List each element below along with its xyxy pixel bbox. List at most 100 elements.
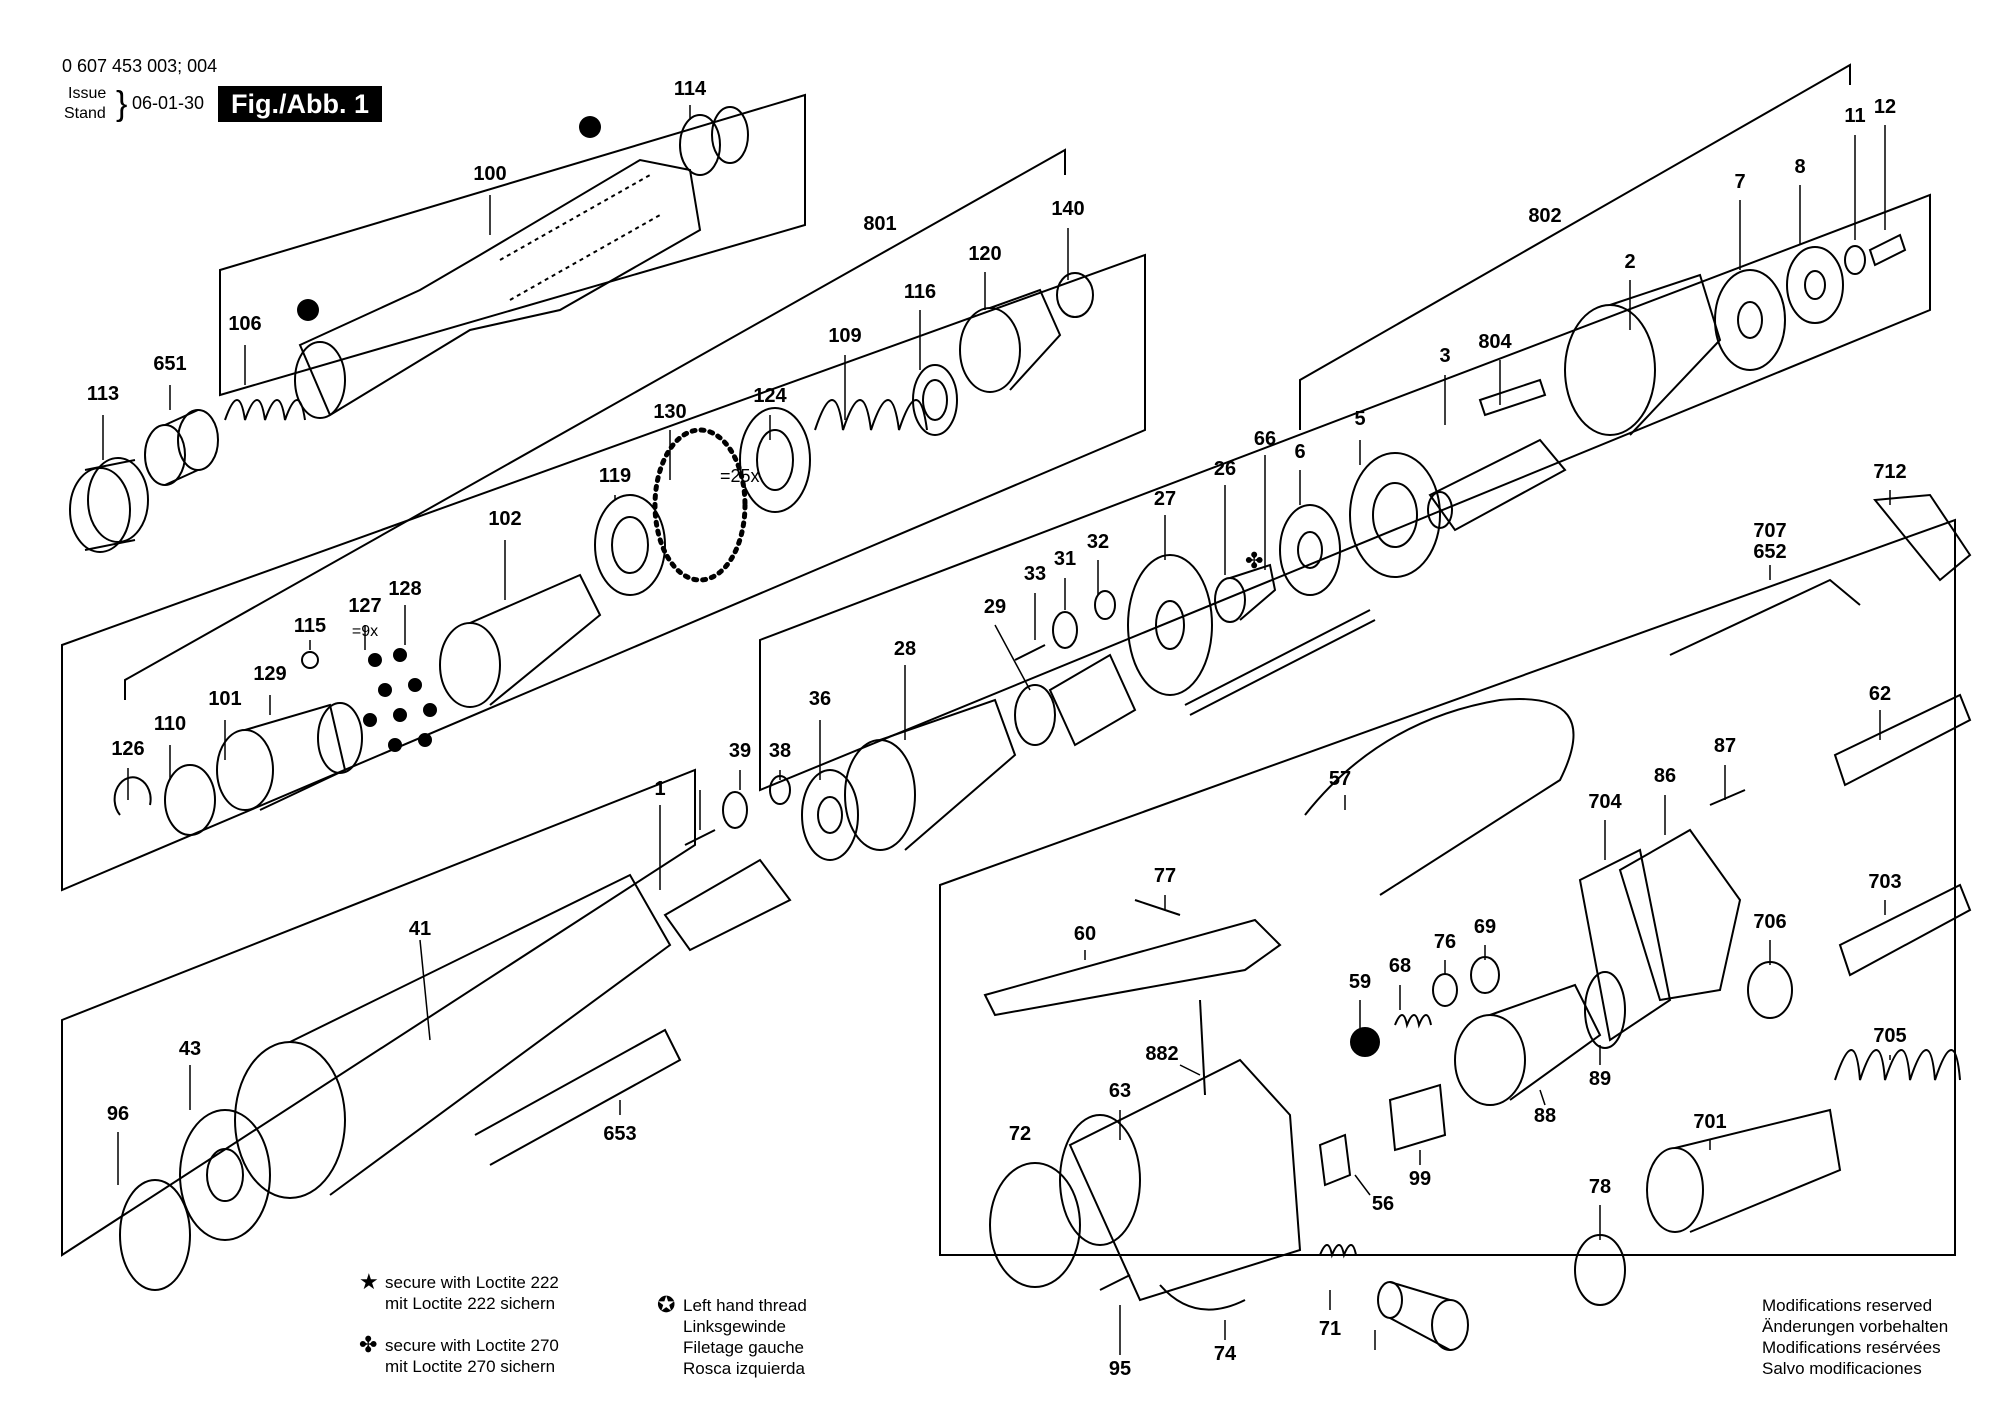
part-numbers: 0 607 453 003; 004 [62, 56, 218, 76]
part-label-96: 96 [107, 1103, 129, 1125]
part-707-hexkey [1669, 578, 1861, 656]
part-76-nut [1470, 956, 1500, 994]
part-label-115: 115 [294, 615, 326, 637]
part-704-nipple [1838, 883, 1972, 977]
left-hand-de: Linksgewinde [683, 1317, 787, 1336]
part-113-nut [69, 457, 149, 553]
part-label-36: 36 [809, 688, 831, 710]
part-87-gasket [1578, 848, 1672, 1042]
modifications-note: Modifications reserved Änderungen vorbeh… [1762, 1295, 1948, 1379]
part-130-balls [652, 427, 748, 583]
part-29-carrier [1014, 653, 1137, 747]
part-12-screw [1868, 233, 1907, 267]
part-label-32: 32 [1087, 531, 1109, 553]
part-57-flange [1618, 828, 1742, 1002]
part-label-68: 68 [1389, 955, 1411, 977]
part-39-gear [722, 791, 748, 829]
part-label-704: 704 [1588, 791, 1622, 813]
part-116-disc [912, 364, 958, 436]
part-2-cylinder [1564, 273, 1722, 436]
issue-label: Issue [68, 85, 107, 102]
part-72-pin [1099, 1274, 1131, 1291]
part-label-2: 2 [1624, 251, 1635, 273]
part-60-filter [1432, 973, 1458, 1007]
clover-icon: ✤ [359, 1332, 378, 1357]
part-label-5: 5 [1354, 408, 1365, 430]
stand-label: Stand [64, 105, 106, 122]
part-127-balls [363, 648, 437, 752]
part-11-washer [1844, 245, 1866, 275]
part-label-29: 29 [984, 596, 1006, 618]
part-label-712: 712 [1873, 461, 1906, 483]
part-label-95: 95 [1109, 1358, 1131, 1380]
part-7-endplate [1714, 269, 1786, 371]
loctite-270-de: mit Loctite 270 sichern [385, 1357, 556, 1376]
part-705-sleeve [1646, 1108, 1842, 1233]
part-110-ring [164, 764, 216, 836]
part-96-label [474, 1028, 682, 1166]
left-hand-thread-markers [297, 116, 601, 321]
part-701-bushing [1574, 1234, 1626, 1306]
part-99-label [1318, 1133, 1352, 1187]
mod-en: Modifications reserved [1762, 1296, 1933, 1315]
mod-de: Änderungen vorbehalten [1762, 1317, 1949, 1336]
panel-valve-outline [939, 518, 1956, 1256]
part-label-71: 71 [1319, 1318, 1341, 1340]
loctite-270-note: ✤ secure with Loctite 270 mit Loctite 27… [359, 1334, 559, 1377]
part-32-gear-upper [1094, 590, 1116, 620]
part-label-130: 130 [653, 401, 686, 423]
part-71-button [1377, 1281, 1469, 1351]
part-labels: 1141001066511138011401201161091241301191… [87, 78, 1907, 1380]
part-label-66: 66 [1254, 428, 1276, 450]
part-label-39: 39 [729, 740, 751, 762]
part-label-653: 653 [603, 1123, 636, 1145]
part-label-26: 26 [1214, 458, 1236, 480]
bracket-802 [1299, 63, 1851, 430]
loctite-270-en: secure with Loctite 270 [385, 1336, 559, 1355]
part-130-quantity: =25x [720, 466, 760, 486]
panel-handle-outline [219, 93, 806, 397]
part-label-59: 59 [1349, 971, 1371, 993]
part-label-3: 3 [1439, 345, 1450, 367]
part-label-804: 804 [1478, 331, 1512, 353]
part-26-pinion [1214, 563, 1277, 623]
loctite-222-de: mit Loctite 222 sichern [385, 1294, 556, 1313]
part-label-706: 706 [1753, 911, 1786, 933]
part-label-43: 43 [179, 1038, 201, 1060]
part-label-6: 6 [1294, 441, 1305, 463]
part-label-109: 109 [828, 325, 861, 347]
part-88-block [1388, 1083, 1447, 1152]
part-label-38: 38 [769, 740, 791, 762]
left-hand-fr: Filetage gauche [683, 1338, 804, 1357]
part-label-87: 87 [1714, 735, 1736, 757]
part-label-127: 127 [348, 595, 381, 617]
part-label-652: 652 [1753, 541, 1786, 563]
leader-lines [102, 105, 1891, 1355]
part-label-41: 41 [409, 918, 431, 940]
left-hand-thread-note: ✪ Left hand thread Linksgewinde Filetage… [657, 1294, 807, 1379]
part-label-62: 62 [1869, 683, 1891, 705]
part-95-label [1159, 1284, 1246, 1311]
part-label-129: 129 [253, 663, 286, 685]
mod-es: Salvo modificaciones [1762, 1359, 1922, 1378]
part-882-oring [989, 1162, 1081, 1288]
part-label-140: 140 [1051, 198, 1084, 220]
part-109-spring [814, 399, 928, 431]
part-74-spring [1319, 1244, 1357, 1259]
part-label-802: 802 [1528, 205, 1561, 227]
part-label-7: 7 [1734, 171, 1745, 193]
part-114-sleeve [679, 106, 749, 176]
panel-motor-outline [759, 193, 1931, 792]
part-652-nipple [1833, 693, 1972, 787]
part-label-100: 100 [473, 163, 506, 185]
part-27-disc [1127, 554, 1213, 696]
part-label-707: 707 [1753, 520, 1786, 542]
part-6-bearing [1279, 504, 1341, 596]
part-label-27: 27 [1154, 488, 1176, 510]
left-hand-thread-icon: ✪ [657, 1292, 676, 1317]
part-115-screw [301, 651, 319, 669]
part-label-77: 77 [1154, 865, 1176, 887]
part-label-76: 76 [1434, 931, 1456, 953]
left-hand-es: Rosca izquierda [683, 1359, 805, 1378]
star-icon: ★ [359, 1269, 379, 1294]
